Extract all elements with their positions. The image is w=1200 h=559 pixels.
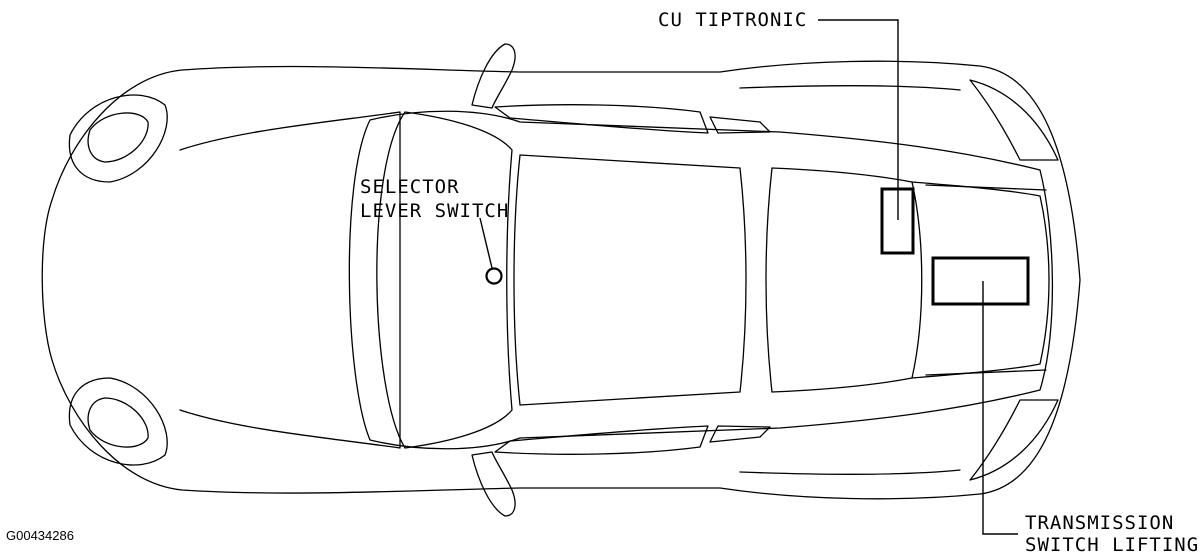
roof-panel <box>513 154 747 406</box>
headlight-left-front <box>68 94 168 183</box>
rear-light-left <box>969 79 1059 161</box>
selector-label-line2: LEVER SWITCH <box>360 200 509 222</box>
side-window-left <box>494 104 771 134</box>
headlight-right-front <box>68 377 168 466</box>
car-body-outline <box>41 60 1081 500</box>
side-window-right <box>494 425 771 455</box>
mirror-right <box>471 451 516 517</box>
windshield <box>376 111 513 449</box>
figure-code: G00434286 <box>6 528 74 543</box>
selector-lever-switch-marker <box>479 217 503 285</box>
selector-label-line1: SELECTOR <box>360 176 460 198</box>
cu-tiptronic-box <box>818 19 915 255</box>
transmission-label-line1: TRANSMISSION <box>1025 512 1174 534</box>
rear-light-right <box>969 399 1059 481</box>
transmission-label-line2: SWITCH LIFTING <box>1025 534 1199 556</box>
engine-lid <box>911 181 1050 379</box>
mirror-left <box>471 43 516 109</box>
transmission-switch-lifting-box <box>931 256 1030 535</box>
cabin-outline <box>348 110 1054 450</box>
rear-fender-lines <box>739 84 961 476</box>
cu-tiptronic-label: CU TIPTRONIC <box>658 9 807 31</box>
